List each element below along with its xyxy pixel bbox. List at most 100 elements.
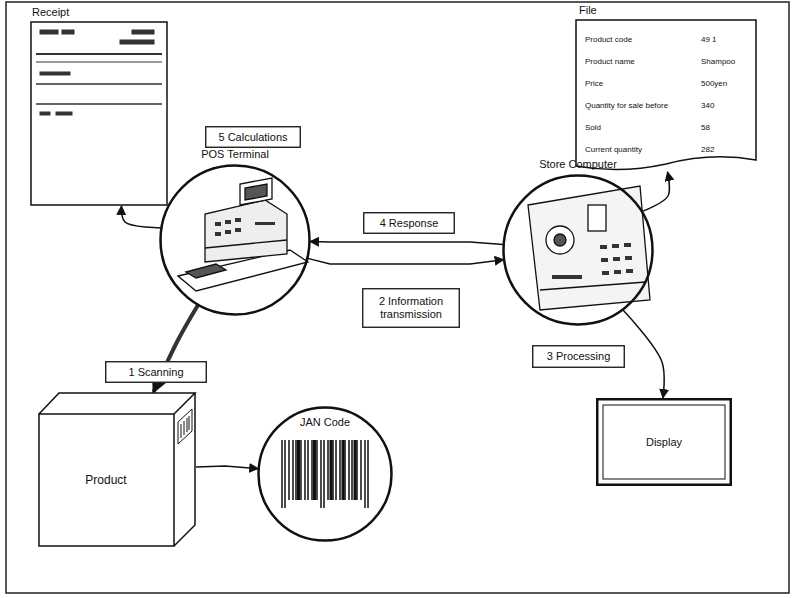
- sticker: [178, 409, 192, 444]
- circle-outline: [504, 176, 653, 325]
- print-mark: [132, 30, 154, 34]
- circle-outline: [259, 408, 392, 541]
- store-computer-drawing: [528, 186, 650, 310]
- product-sticker: [178, 409, 192, 444]
- node-shape: [30, 4, 168, 206]
- barcode-heading: JAN Code: [285, 414, 365, 430]
- connector-arrow: [196, 466, 258, 469]
- print-rule: [36, 103, 162, 105]
- box-outline: [363, 289, 460, 328]
- key: [215, 222, 221, 226]
- button: [612, 244, 619, 248]
- connector-arrow: [308, 258, 504, 264]
- frame: [6, 2, 789, 593]
- display-screen: Display: [596, 398, 732, 486]
- button: [602, 271, 609, 275]
- file-value: 49 1: [701, 30, 753, 50]
- print-mark: [56, 112, 72, 115]
- file-field: Current quantity: [585, 140, 697, 160]
- meter: [588, 205, 606, 231]
- key: [215, 232, 221, 236]
- display-screen: [245, 184, 267, 200]
- key: [225, 220, 231, 224]
- cube-top: [39, 393, 195, 414]
- key: [235, 218, 241, 222]
- sticker-bars: [181, 416, 189, 438]
- terminal-display: [240, 178, 272, 205]
- device-heading: Store Computer: [492, 157, 664, 172]
- button: [614, 270, 621, 274]
- file-value: 340: [701, 96, 753, 116]
- file-field: Sold: [585, 118, 697, 138]
- box-outline: [106, 362, 207, 383]
- step-box: 2 Information transmission: [362, 288, 460, 328]
- button: [552, 275, 582, 279]
- print-rule: [36, 53, 162, 55]
- box-outline: [364, 213, 455, 234]
- device-circle: POS Terminal: [159, 164, 311, 316]
- file-value: 58: [701, 118, 753, 138]
- drawer-line: [205, 240, 287, 248]
- print-mark: [40, 112, 50, 115]
- paper-heading: Receipt: [32, 4, 112, 20]
- device-heading: POS Terminal: [149, 147, 321, 162]
- terminal-keys: [215, 218, 275, 236]
- barcode-bars: [299, 440, 356, 500]
- step-label: 5 Calculations: [205, 126, 301, 148]
- terminal-body: [205, 200, 287, 262]
- connector-arrow: [623, 310, 664, 398]
- step-box: 5 Calculations: [205, 126, 301, 148]
- step-label: 3 Processing: [532, 345, 625, 368]
- device-circle: Store Computer: [502, 174, 654, 326]
- step-label: 2 Information transmission: [362, 288, 460, 328]
- node-shape: [38, 392, 196, 547]
- receipt-print: [36, 30, 162, 115]
- button: [613, 257, 620, 261]
- key: [235, 228, 241, 232]
- button: [624, 243, 631, 247]
- circle-outline: [161, 166, 310, 315]
- file-field: Product name: [585, 52, 697, 72]
- dial: [546, 226, 574, 254]
- barcode-bars: [282, 440, 368, 508]
- file-field: Product code: [585, 30, 697, 50]
- key: [225, 230, 231, 234]
- file-value: Shampoo: [701, 52, 753, 72]
- connector-arrow: [121, 206, 161, 228]
- display-label: Display: [596, 398, 732, 486]
- step-box: 4 Response: [363, 212, 455, 234]
- file-value: 500yen: [701, 74, 753, 94]
- button: [625, 256, 632, 260]
- connector-arrow: [310, 242, 503, 245]
- node-shape: [159, 164, 311, 316]
- print-mark: [40, 72, 70, 75]
- node-shape: [502, 174, 654, 326]
- box-outline: [533, 346, 625, 368]
- slot: [255, 222, 275, 225]
- paper-outline: [576, 20, 756, 170]
- barcode: [282, 440, 368, 508]
- file-field: Price: [585, 74, 697, 94]
- panel-buttons: [552, 243, 633, 279]
- print-rule: [36, 83, 162, 85]
- file-field: Quantity for sale before: [585, 96, 697, 116]
- computer-panel: [528, 186, 650, 310]
- pos-terminal-drawing: [178, 178, 308, 291]
- panel-edge: [540, 282, 646, 290]
- dial-centre: [554, 234, 566, 246]
- cube-side: [174, 393, 195, 546]
- file-sheet: FileProduct code49 1Product nameShampooP…: [575, 2, 757, 172]
- scanner-window: [186, 264, 226, 278]
- step-box: 3 Processing: [532, 345, 625, 368]
- paper-outline: [31, 22, 167, 205]
- button: [601, 258, 608, 262]
- product-label: Product: [38, 414, 174, 547]
- print-mark: [120, 40, 154, 44]
- step-label: 4 Response: [363, 212, 455, 234]
- print-mark: [62, 30, 74, 34]
- print-rule: [36, 62, 162, 63]
- receipt-paper: Receipt: [30, 4, 168, 206]
- cube-front: [39, 414, 174, 546]
- connector-arrow: [642, 172, 669, 211]
- button: [600, 245, 607, 249]
